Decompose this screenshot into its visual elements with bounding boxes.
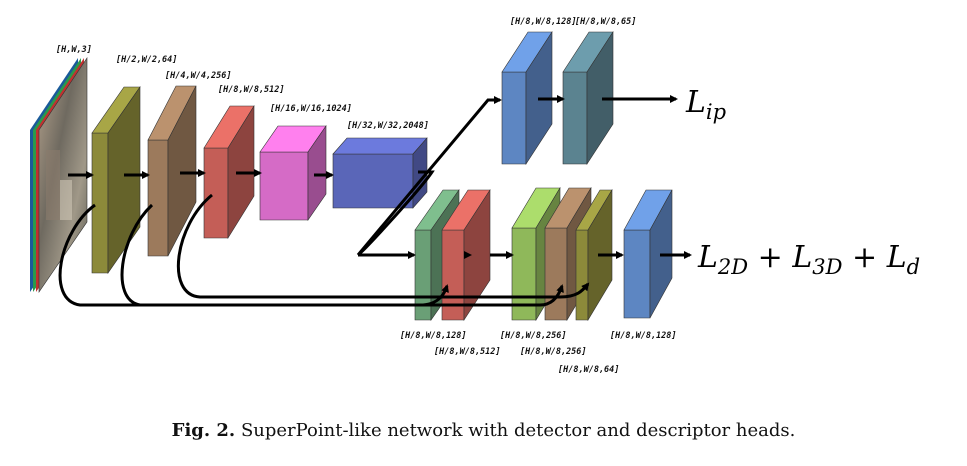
- encoder-block-5-label: [H/32,W/32,2048]: [347, 121, 429, 131]
- input-dimension-label: [H,W,3]: [56, 45, 92, 55]
- branch-arrows: [356, 96, 502, 259]
- interest-point-block-2: [562, 30, 614, 166]
- encoder-block-1: [91, 86, 141, 274]
- descriptor-block-3-label: [H/8,W/8,256]: [500, 331, 567, 341]
- encoder-block-1-label: [H/2,W/2,64]: [116, 55, 177, 65]
- descriptor-block-1-label: [H/8,W/8,128]: [400, 331, 467, 341]
- descriptor-block-6-label: [H/8,W/8,128]: [610, 331, 677, 341]
- descriptor-block-6: [623, 189, 673, 319]
- branch-to-ip-head: [356, 96, 502, 256]
- skip-connection-2: [120, 203, 564, 307]
- interest-point-block-2-label: [H/8,W/8,65]: [575, 17, 636, 27]
- encoder-block-2-label: [H/4,W/4,256]: [165, 71, 232, 81]
- input-image: [30, 57, 88, 293]
- encoder-block-4: [259, 125, 327, 221]
- interest-point-block-1-label: [H/8,W/8,128]: [510, 17, 577, 27]
- skip-connections: [58, 193, 590, 307]
- descriptor-block-5-label: [H/8,W/8,64]: [558, 365, 619, 375]
- descriptor-loss: L2D + L3D + Ld: [697, 240, 920, 279]
- encoder-block-4-label: [H/16,W/16,1024]: [270, 104, 352, 114]
- descriptor-block-2-label: [H/8,W/8,512]: [434, 347, 501, 357]
- encoder-block-2: [147, 85, 197, 257]
- encoder-block-3-label: [H/8,W/8,512]: [218, 85, 285, 95]
- figure-caption: Fig. 2. SuperPoint-like network with det…: [0, 420, 967, 441]
- encoder-block-5: [332, 137, 428, 209]
- interest-point-loss: Lip: [685, 85, 726, 124]
- caption-text: SuperPoint-like network with detector an…: [240, 420, 796, 441]
- flow-arrows: [68, 95, 692, 259]
- skip-connection-3: [177, 193, 590, 299]
- figure-number: Fig. 2.: [171, 420, 236, 441]
- descriptor-block-4-label: [H/8,W/8,256]: [520, 347, 587, 357]
